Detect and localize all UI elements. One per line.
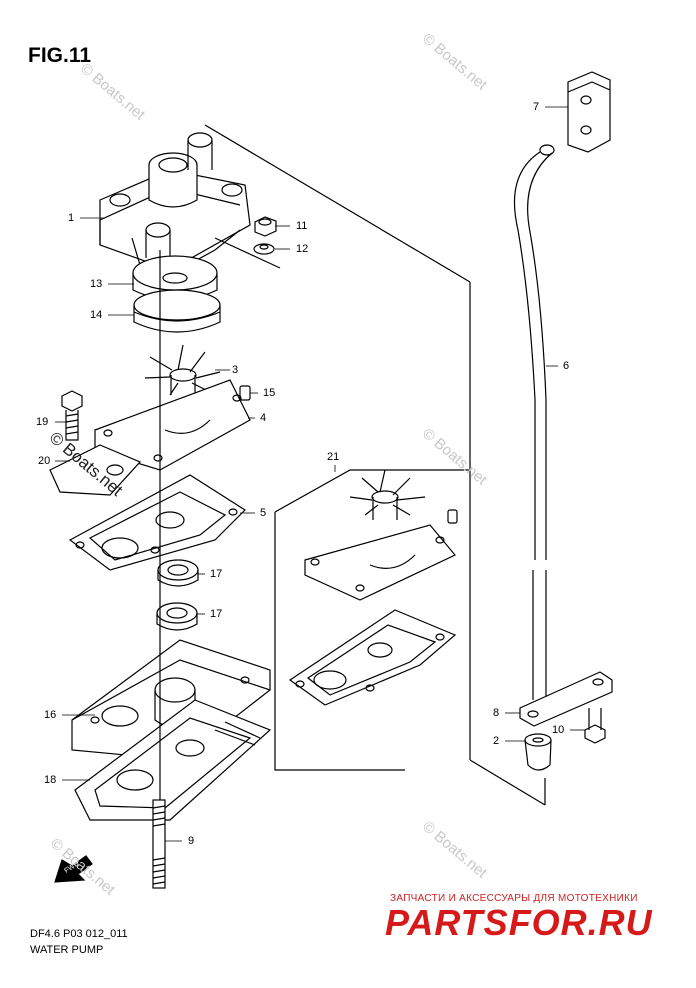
callout-5: 5	[260, 507, 267, 519]
liner-part-14	[133, 289, 221, 333]
callout-17-upper: 17	[210, 568, 223, 580]
callout-13: 13	[90, 278, 103, 290]
callout-17-lower: 17	[210, 608, 223, 620]
bolt-part-19	[61, 390, 83, 441]
callout-12: 12	[296, 243, 309, 255]
callout-3: 3	[232, 364, 239, 376]
oil-seal-part-17-lower	[156, 602, 198, 631]
pump-case-part-1	[99, 132, 251, 273]
assembly-box-lines	[204, 124, 546, 806]
brand-logo: PARTSFOR.RU	[385, 902, 653, 943]
callout-15: 15	[263, 387, 276, 399]
repair-kit-box-part-21	[274, 469, 470, 771]
washer-part-12	[253, 243, 275, 255]
leader-line	[214, 237, 281, 269]
stud-bolt-part-9	[152, 799, 166, 889]
callout-6: 6	[563, 360, 570, 372]
insert-part-13	[132, 255, 218, 301]
oil-seal-part-17-upper	[157, 559, 199, 587]
callout-16: 16	[44, 709, 57, 721]
impeller-part-3	[144, 344, 221, 396]
callout-2: 2	[493, 735, 500, 747]
nut-part-11	[254, 216, 277, 237]
callout-21: 21	[327, 451, 340, 463]
callout-7: 7	[533, 101, 540, 113]
forward-arrow-icon	[54, 855, 93, 883]
tube-plate-part-8	[519, 671, 613, 727]
callout-11: 11	[296, 220, 308, 232]
callout-14: 14	[90, 309, 103, 321]
callout-8: 8	[493, 707, 500, 719]
gasket-part-20	[49, 444, 142, 496]
callout-4: 4	[260, 412, 267, 424]
callout-9: 9	[188, 835, 195, 847]
callout-18: 18	[44, 774, 57, 786]
callout-1: 1	[68, 212, 75, 224]
water-tube-part-6	[513, 144, 555, 700]
bolt-part-10	[584, 708, 606, 744]
grommet-part-7	[567, 71, 611, 153]
brand-tagline: ЗАПЧАСТИ И АКСЕССУАРЫ ДЛЯ МОТОТЕХНИКИ	[390, 893, 638, 904]
gasket-part-5	[68, 474, 246, 571]
gasket-part-18	[74, 699, 272, 821]
callout-10: 10	[552, 724, 565, 736]
callout-19: 19	[36, 416, 49, 428]
callout-20: 20	[38, 455, 51, 467]
callout-leaders	[55, 106, 585, 842]
figure-title: FIG.11	[28, 44, 92, 67]
grommet-part-2	[524, 733, 552, 771]
plate-part-4	[94, 379, 251, 471]
diagram-code: DF4.6 P03 012_011	[30, 928, 128, 940]
diagram-name: WATER PUMP	[30, 944, 104, 956]
